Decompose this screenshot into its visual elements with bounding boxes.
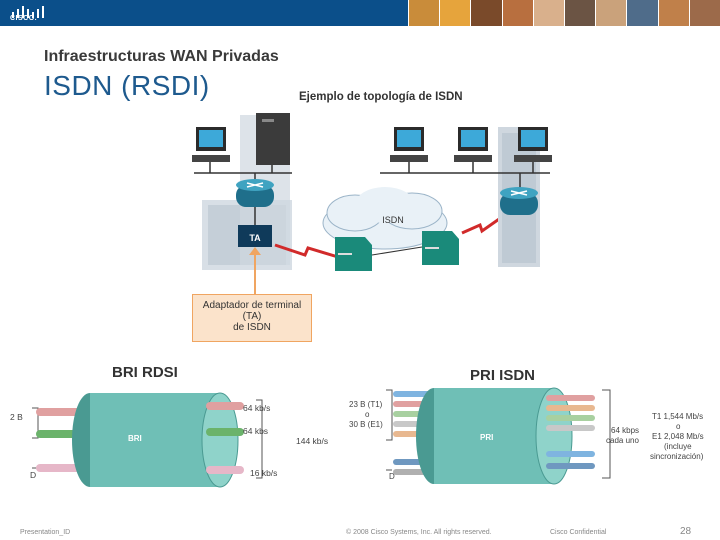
pri-wires-out (546, 395, 595, 469)
cisco-logo (12, 6, 44, 18)
server-icon (256, 113, 290, 165)
bri-left-d-label: D (30, 470, 37, 480)
header-photo-tile (439, 0, 471, 26)
footer-presentation-id: Presentation_ID (20, 529, 71, 536)
header-photo-tile (564, 0, 596, 26)
page-number: 28 (680, 526, 692, 537)
isdn-link-left (274, 243, 339, 259)
header-photo-tile (688, 0, 720, 26)
header-photo-tile (657, 0, 689, 26)
ta-callout: Adaptador de terminal (TA) de ISDN (192, 294, 312, 342)
terminal-adapter-icon: TA (238, 225, 272, 247)
router-icon (236, 179, 274, 207)
callout-line: (TA) (242, 311, 262, 322)
pri-left-b-label: 23 B (T1) (349, 400, 383, 409)
header-photo-tile (470, 0, 502, 26)
header-photo-tile (595, 0, 627, 26)
slide-subtitle: Infraestructuras WAN Privadas (44, 48, 279, 65)
footer-copyright: © 2008 Cisco Systems, Inc. All rights re… (346, 529, 492, 536)
callout-line: de ISDN (233, 322, 271, 333)
header-photo-tile (408, 0, 440, 26)
switch-icon (422, 231, 459, 265)
isdn-topology-diagram: TA ISDN (192, 113, 552, 294)
router-icon (500, 187, 538, 215)
footer-confidential: Cisco Confidential (550, 529, 607, 536)
isdn-link-right (461, 215, 503, 235)
bri-channel-1-label: 64 kb/s (243, 403, 271, 413)
bri-cable-label: BRI (128, 434, 142, 443)
isdn-cloud: ISDN (322, 187, 448, 250)
diagram-title: Ejemplo de topología de ISDN (299, 91, 463, 103)
header-photo-tile (501, 0, 533, 26)
cloud-label: ISDN (382, 215, 404, 225)
pri-cable-label: PRI (480, 433, 493, 442)
logo-text: CISCO. (10, 15, 38, 22)
pri-total-t1-label: T1 1,544 Mb/s (652, 412, 704, 421)
header-photo-tile (532, 0, 565, 26)
ta-label: TA (249, 233, 261, 243)
pri-total-e1-label: E1 2,048 Mb/s (652, 432, 704, 441)
header-photo-tile (626, 0, 658, 26)
computer-icon (454, 127, 492, 162)
pri-rate-label: 64 kbps (611, 426, 640, 435)
computer-icon (390, 127, 428, 162)
slide-title: ISDN (RSDI) (44, 70, 210, 101)
bri-channel-2-label: 64 kbs (243, 426, 269, 436)
pri-left-d-label: D (389, 472, 395, 481)
bri-total-label: 144 kb/s (296, 436, 329, 446)
bri-channel-3-label: 16 kb/s (250, 468, 278, 478)
pri-total-incl-label: (incluye (664, 442, 692, 451)
pri-total-or-label: o (676, 422, 681, 431)
pri-left-or-label: o (365, 410, 370, 419)
bri-left-b-label: 2 B (10, 412, 23, 422)
switch-icon (335, 237, 372, 271)
bri-cable-diagram: BRI (32, 392, 263, 488)
pri-left-e1-label: 30 B (E1) (349, 420, 383, 429)
pri-heading: PRI ISDN (470, 367, 536, 384)
computer-icon (514, 127, 552, 162)
pri-cable-diagram: PRI (386, 387, 611, 485)
computer-icon (192, 127, 230, 162)
header-photo-strip (408, 0, 720, 26)
pri-rate-each-label: cada uno (606, 436, 639, 445)
callout-line: Adaptador de terminal (202, 300, 302, 311)
pri-total-sync-label: sincronización) (650, 452, 704, 461)
bri-heading: BRI RDSI (112, 364, 178, 381)
